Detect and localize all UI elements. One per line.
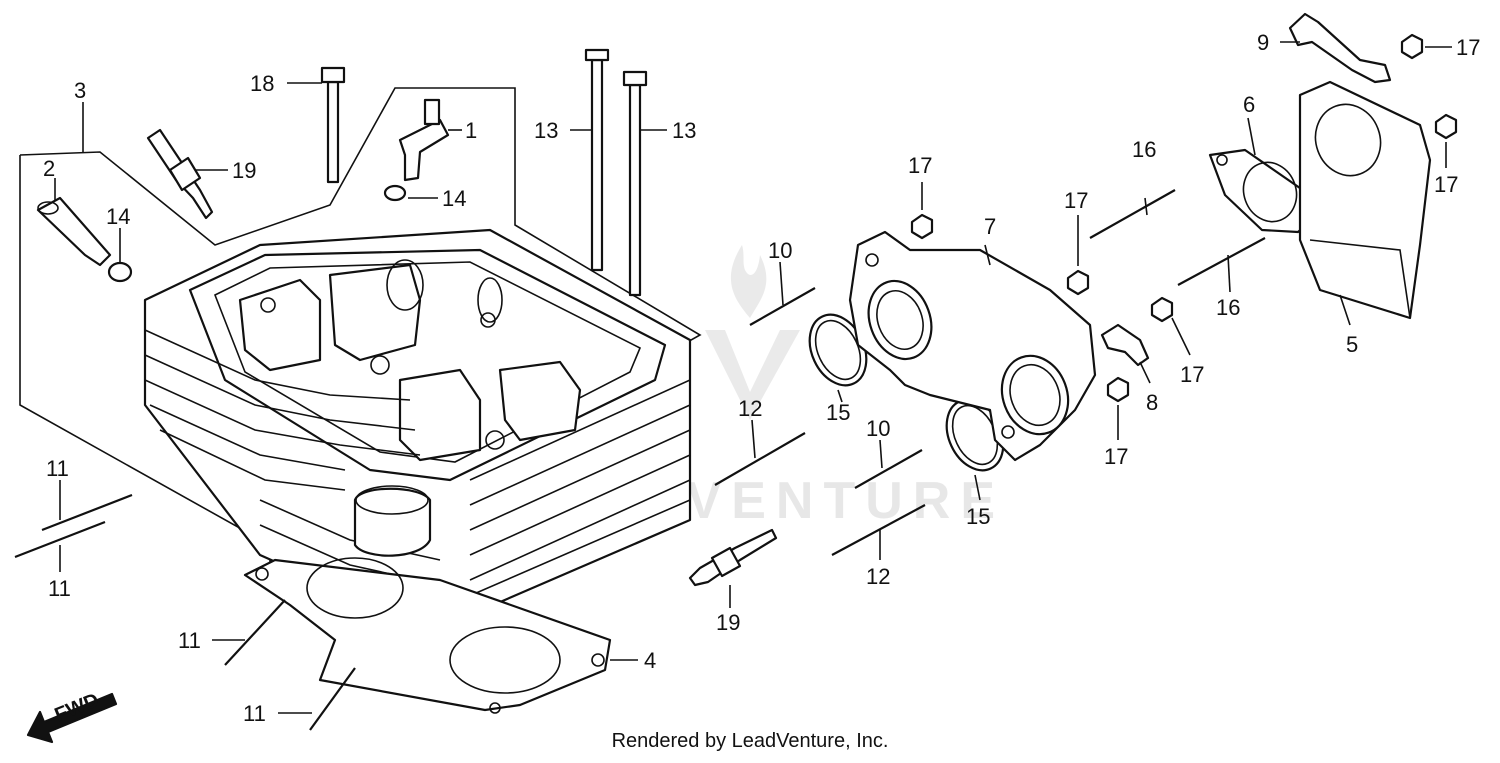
callout-17e: 17 xyxy=(1456,35,1480,60)
callout-7: 7 xyxy=(984,214,996,239)
cylinder-head xyxy=(143,228,692,617)
bracket-9 xyxy=(1288,12,1392,84)
callout-11d: 11 xyxy=(243,701,266,726)
callout-19b: 19 xyxy=(716,610,740,635)
head-gasket xyxy=(243,557,612,714)
callout-1: 1 xyxy=(465,118,477,143)
stud-bolts-11 xyxy=(14,493,356,731)
watermark-logo xyxy=(705,245,800,420)
fwd-arrow-icon xyxy=(26,692,118,744)
stud-16-lower xyxy=(1177,237,1266,286)
callout-17c: 17 xyxy=(1180,362,1204,387)
stud-10-lower xyxy=(854,449,923,489)
callout-19a: 19 xyxy=(232,158,256,183)
callout-13a: 13 xyxy=(534,118,558,143)
callout-5: 5 xyxy=(1346,332,1358,357)
o-ring-14-top xyxy=(383,184,407,202)
stud-12-upper xyxy=(714,432,806,486)
callout-18: 18 xyxy=(250,71,274,96)
callout-12b: 12 xyxy=(866,564,890,589)
credit-line: Rendered by LeadVenture, Inc. xyxy=(611,730,889,752)
spark-plug-top xyxy=(146,128,214,220)
callout-15b: 15 xyxy=(966,504,990,529)
spark-plug-bottom xyxy=(688,528,778,587)
callout-17b: 17 xyxy=(1064,188,1088,213)
callout-13b: 13 xyxy=(672,118,696,143)
leader-lines xyxy=(54,41,1452,714)
callout-2: 2 xyxy=(43,156,55,181)
callout-10a: 10 xyxy=(768,238,792,263)
callout-10b: 10 xyxy=(866,416,890,441)
intake-manifold-7 xyxy=(848,230,1097,462)
callout-11b: 11 xyxy=(48,576,71,601)
oil-fitting-1 xyxy=(398,98,450,182)
heat-insulator-5 xyxy=(1298,80,1432,320)
oil-fitting-2 xyxy=(36,196,112,267)
callout-12a: 12 xyxy=(738,396,762,421)
callout-14a: 14 xyxy=(442,186,466,211)
stud-12-lower xyxy=(831,504,926,556)
long-bolts-13 xyxy=(584,48,648,297)
bolt-18 xyxy=(320,66,346,184)
callout-11a: 11 xyxy=(46,456,69,481)
callout-17d: 17 xyxy=(1104,444,1128,469)
stud-10-upper xyxy=(749,287,816,326)
callout-16b: 16 xyxy=(1216,295,1240,320)
callout-17f: 17 xyxy=(1434,172,1458,197)
nuts-17 xyxy=(910,33,1458,403)
callout-6: 6 xyxy=(1243,92,1255,117)
callout-9: 9 xyxy=(1257,30,1269,55)
callout-15a: 15 xyxy=(826,400,850,425)
callout-8: 8 xyxy=(1146,390,1158,415)
callout-11c: 11 xyxy=(178,628,201,653)
callout-14b: 14 xyxy=(106,204,130,229)
clamp-8 xyxy=(1100,323,1150,367)
callout-3: 3 xyxy=(74,78,86,103)
callout-16a: 16 xyxy=(1132,137,1156,162)
stud-16-upper xyxy=(1089,189,1176,239)
callout-17a: 17 xyxy=(908,153,932,178)
callout-4: 4 xyxy=(644,648,656,673)
o-ring-14-left xyxy=(107,261,133,283)
